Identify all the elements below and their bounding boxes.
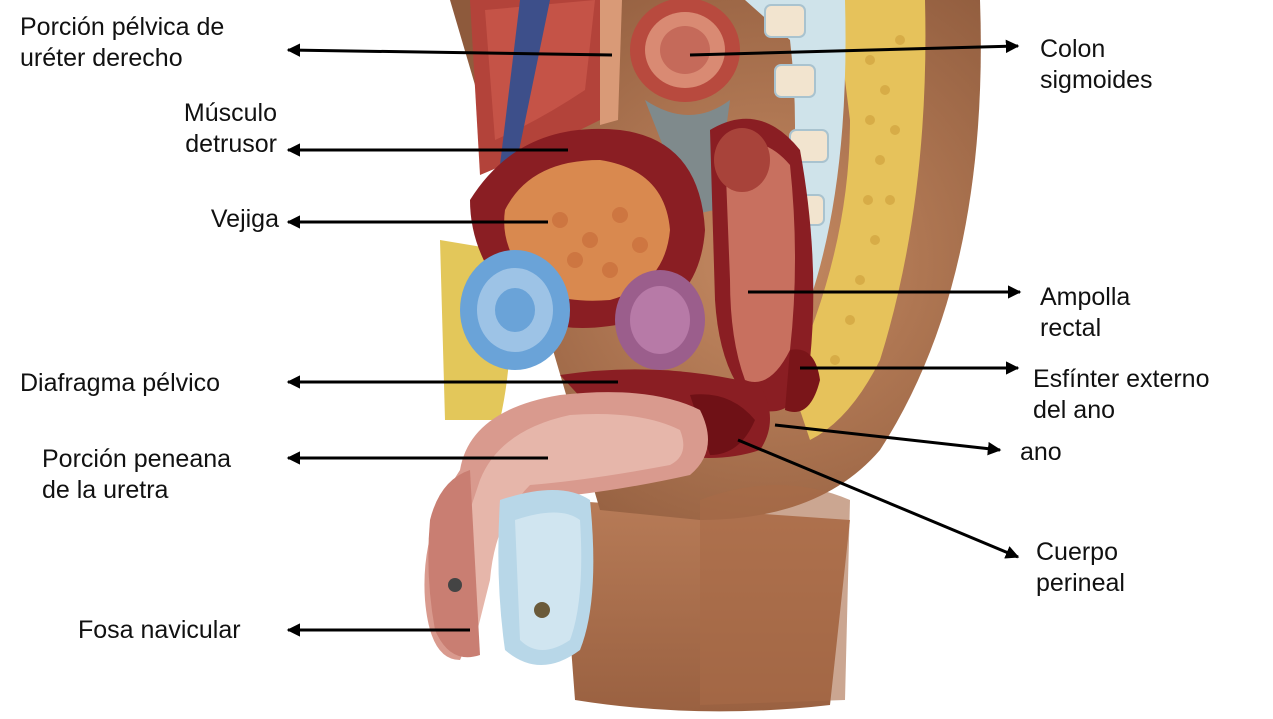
label-diafragma-line1: Diafragma pélvico <box>20 368 220 399</box>
label-detrusor: Músculo detrusor <box>184 98 277 160</box>
label-ampolla-line1: Ampolla <box>1040 282 1130 313</box>
label-colon: Colon sigmoides <box>1040 34 1153 96</box>
label-ano-line1: ano <box>1020 437 1062 468</box>
label-fosa: Fosa navicular <box>78 615 241 646</box>
label-esfinter: Esfínter externo del ano <box>1033 364 1209 426</box>
label-ampolla-line2: rectal <box>1040 313 1130 344</box>
label-detrusor-line1: Músculo <box>184 98 277 129</box>
label-esfinter-line2: del ano <box>1033 395 1209 426</box>
label-perineal-line1: Cuerpo <box>1036 537 1125 568</box>
prostate <box>615 270 705 370</box>
label-colon-line1: Colon <box>1040 34 1153 65</box>
label-ureter-line2: uréter derecho <box>20 43 224 74</box>
label-colon-line2: sigmoides <box>1040 65 1153 96</box>
label-uretra-line2: de la uretra <box>42 475 231 506</box>
label-ureter: Porción pélvica de uréter derecho <box>20 12 224 74</box>
label-ampolla: Ampolla rectal <box>1040 282 1130 344</box>
label-vejiga: Vejiga <box>211 204 279 235</box>
label-uretra: Porción peneana de la uretra <box>42 444 231 506</box>
label-detrusor-line2: detrusor <box>184 129 277 160</box>
label-ano: ano <box>1020 437 1062 468</box>
label-perineal-line2: perineal <box>1036 568 1125 599</box>
scrotum <box>498 490 593 665</box>
label-ureter-line1: Porción pélvica de <box>20 12 224 43</box>
label-esfinter-line1: Esfínter externo <box>1033 364 1209 395</box>
pubic-symphysis <box>460 250 570 370</box>
label-fosa-line1: Fosa navicular <box>78 615 241 646</box>
label-uretra-line1: Porción peneana <box>42 444 231 475</box>
label-perineal: Cuerpo perineal <box>1036 537 1125 599</box>
label-diafragma: Diafragma pélvico <box>20 368 220 399</box>
label-vejiga-line1: Vejiga <box>211 204 279 235</box>
